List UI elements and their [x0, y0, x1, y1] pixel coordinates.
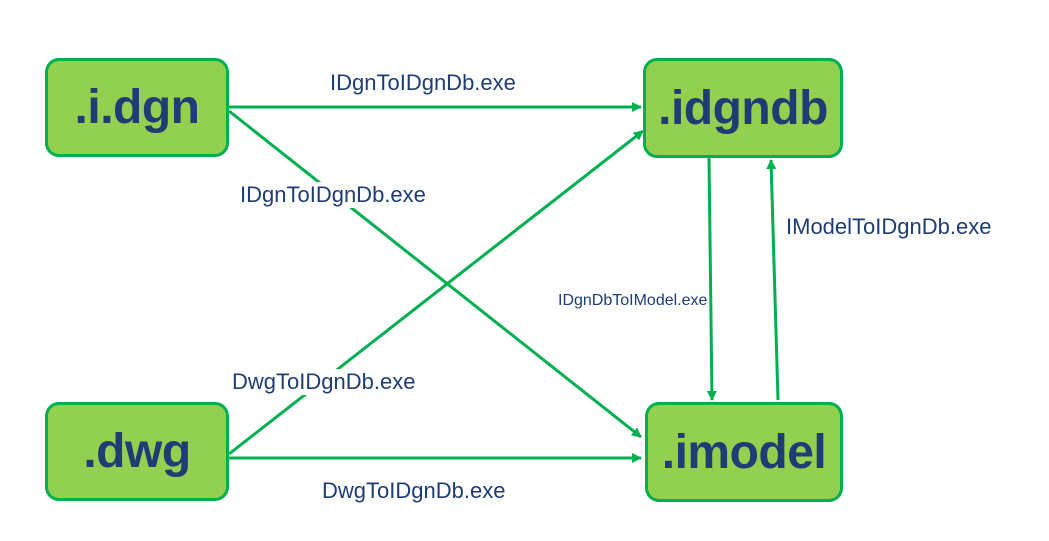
node-dwg-label: .dwg: [83, 425, 191, 478]
edge-label-idgn-to-imodel: IDgnToIDgnDb.exe: [238, 182, 428, 208]
arrow-dwg-to-idgndb: [228, 129, 644, 456]
node-idgn-label: .i.dgn: [74, 81, 200, 134]
node-dwg: .dwg: [45, 402, 229, 501]
node-idgndb-label: .idgndb: [658, 81, 828, 135]
arrow-imodel-to-idgndb: [766, 159, 780, 401]
arrow-idgndb-to-imodel: [706, 157, 717, 401]
edge-label-dwg-to-imodel: DwgToIDgnDb.exe: [322, 478, 506, 503]
node-imodel: .imodel: [645, 402, 843, 502]
node-idgndb: .idgndb: [643, 58, 843, 158]
edge-label-imodel-to-idgndb: IModelToIDgnDb.exe: [784, 214, 994, 240]
edge-label-idgn-to-idgndb: IDgnToIDgnDb.exe: [330, 70, 516, 95]
arrow-idgn-to-imodel: [228, 109, 642, 439]
edge-label-idgndb-to-imodel: IDgnDbToIModel.exe: [556, 292, 710, 310]
node-idgn: .i.dgn: [45, 58, 229, 157]
node-imodel-label: .imodel: [661, 425, 827, 479]
edge-label-dwg-to-idgndb: DwgToIDgnDb.exe: [230, 369, 418, 395]
